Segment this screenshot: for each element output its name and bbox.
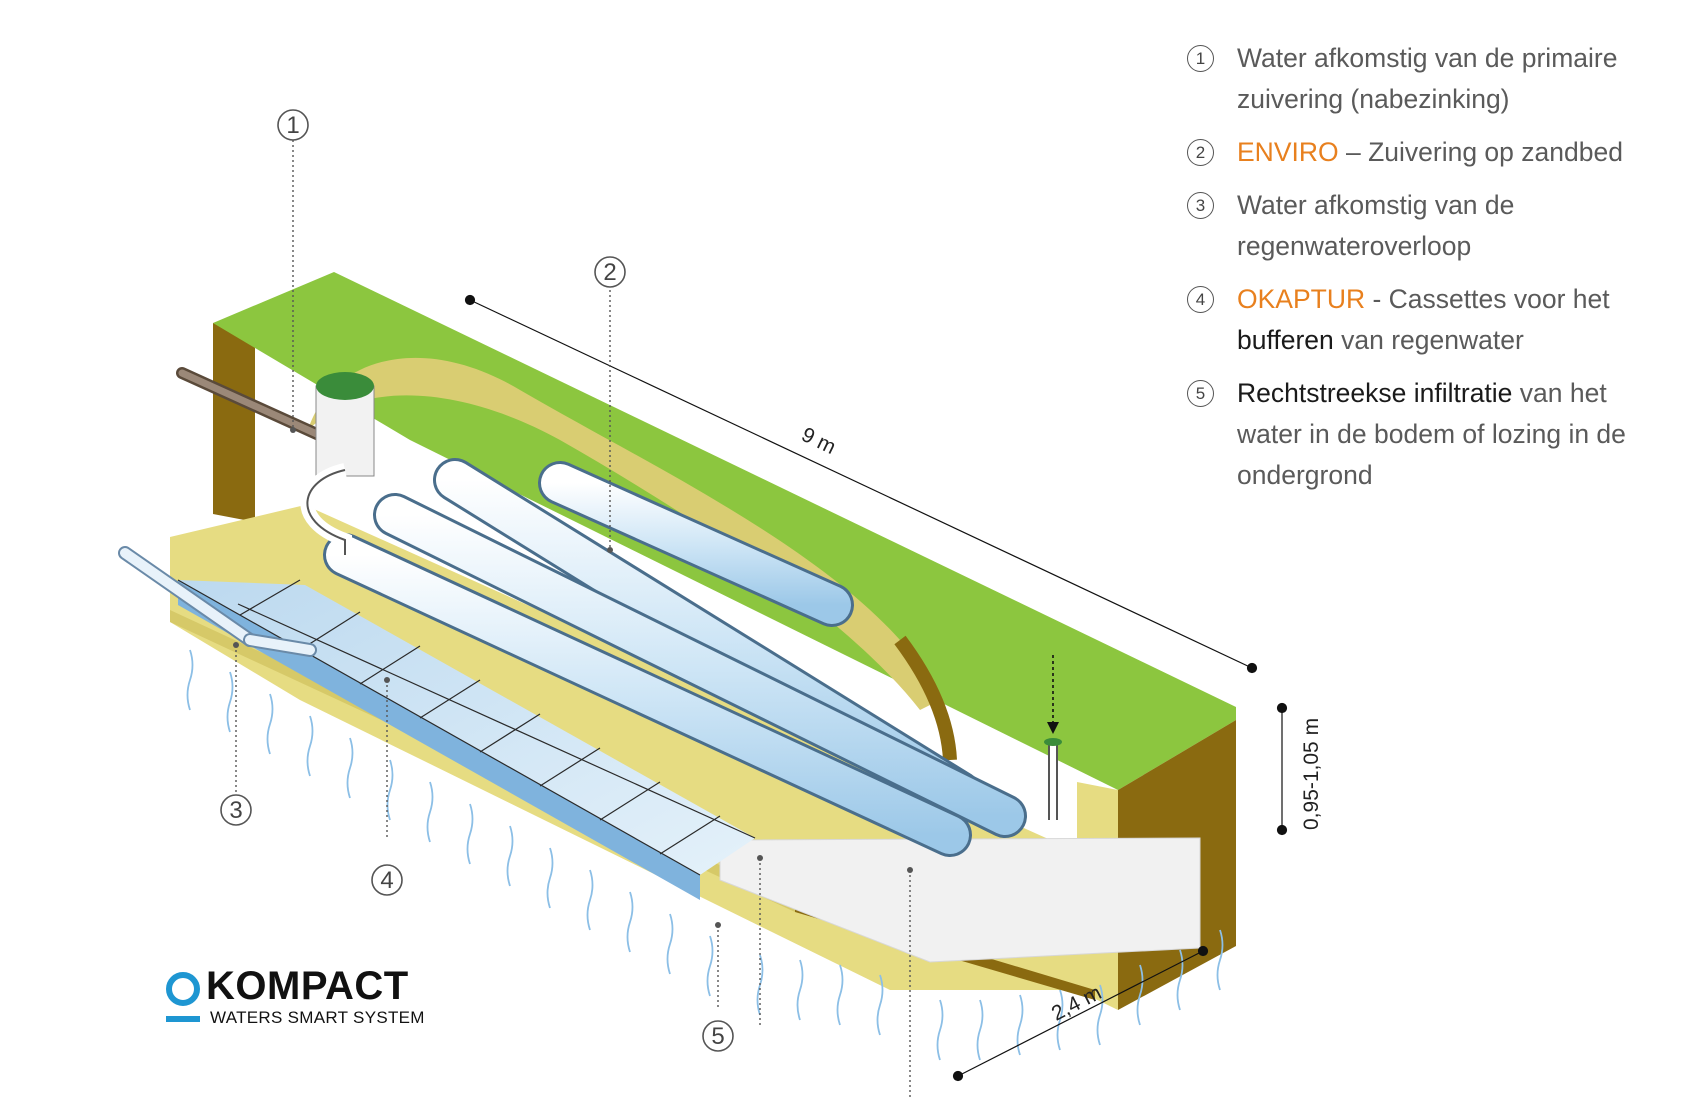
legend-text: van het water in de bodem of lozing in d… <box>1237 378 1626 490</box>
callout-leaders <box>233 140 913 1098</box>
legend-item-5: 5 Rechtstreekse infiltratie van het wate… <box>1187 373 1667 496</box>
legend-text: - Cassettes voor het <box>1365 284 1610 314</box>
enviro-pipe-4 <box>538 461 854 627</box>
length-dimension-label: 9 m <box>798 423 840 459</box>
legend-number: 3 <box>1187 192 1214 219</box>
legend-text: Water afkomstig van de regenwateroverloo… <box>1237 190 1515 261</box>
svg-text:5: 5 <box>711 1023 724 1050</box>
svg-text:3: 3 <box>229 797 242 824</box>
outlet-riser <box>1044 655 1062 820</box>
svg-text:4: 4 <box>380 867 393 894</box>
legend-text: – Zuivering op zandbed <box>1338 137 1623 167</box>
callout-3: 3 <box>220 794 252 826</box>
logo-ring-icon <box>166 972 200 1006</box>
legend: 1 Water afkomstig van de primaire zuiver… <box>1187 38 1667 508</box>
callout-5: 5 <box>702 1020 734 1052</box>
legend-brand-okaptur: OKAPTUR <box>1237 284 1366 314</box>
ground-block <box>170 272 1236 1010</box>
infiltration-lines <box>186 649 1224 1061</box>
legend-number: 2 <box>1187 139 1214 166</box>
kompact-logo: KOMPACT WATERS SMART SYSTEM <box>166 964 446 1028</box>
legend-item-3: 3 Water afkomstig van de regenwateroverl… <box>1187 185 1667 267</box>
dimension-lines <box>464 294 1288 1082</box>
legend-item-1: 1 Water afkomstig van de primaire zuiver… <box>1187 38 1667 120</box>
legend-item-2: 2 ENVIRO – Zuivering op zandbed <box>1187 132 1667 173</box>
legend-number: 4 <box>1187 286 1214 313</box>
callout-4: 4 <box>371 864 403 896</box>
callout-1: 1 <box>277 109 309 141</box>
svg-text:1: 1 <box>286 112 299 139</box>
enviro-pipe-2 <box>373 493 1027 838</box>
callout-2: 2 <box>594 256 626 288</box>
enviro-pipe-3 <box>323 533 972 857</box>
legend-number: 5 <box>1187 380 1214 407</box>
inlet-chamber <box>118 367 375 657</box>
enviro-pipes <box>323 458 1027 857</box>
depth-dimension-label: 0,95-1,05 m <box>1300 718 1323 830</box>
legend-brand-enviro: ENVIRO <box>1237 137 1339 167</box>
logo-wordmark: KOMPACT <box>206 964 409 1008</box>
legend-number: 1 <box>1187 45 1214 72</box>
legend-text: Water afkomstig van de primaire zuiverin… <box>1237 43 1618 114</box>
logo-bar-icon <box>166 1016 200 1022</box>
legend-strong: Rechtstreekse infiltratie <box>1237 378 1513 408</box>
logo-tagline: WATERS SMART SYSTEM <box>210 1008 425 1027</box>
legend-strong: bufferen <box>1237 325 1334 355</box>
svg-text:2: 2 <box>603 259 616 286</box>
legend-item-4: 4 OKAPTUR - Cassettes voor het bufferen … <box>1187 279 1667 361</box>
legend-text-2: van regenwater <box>1333 325 1524 355</box>
